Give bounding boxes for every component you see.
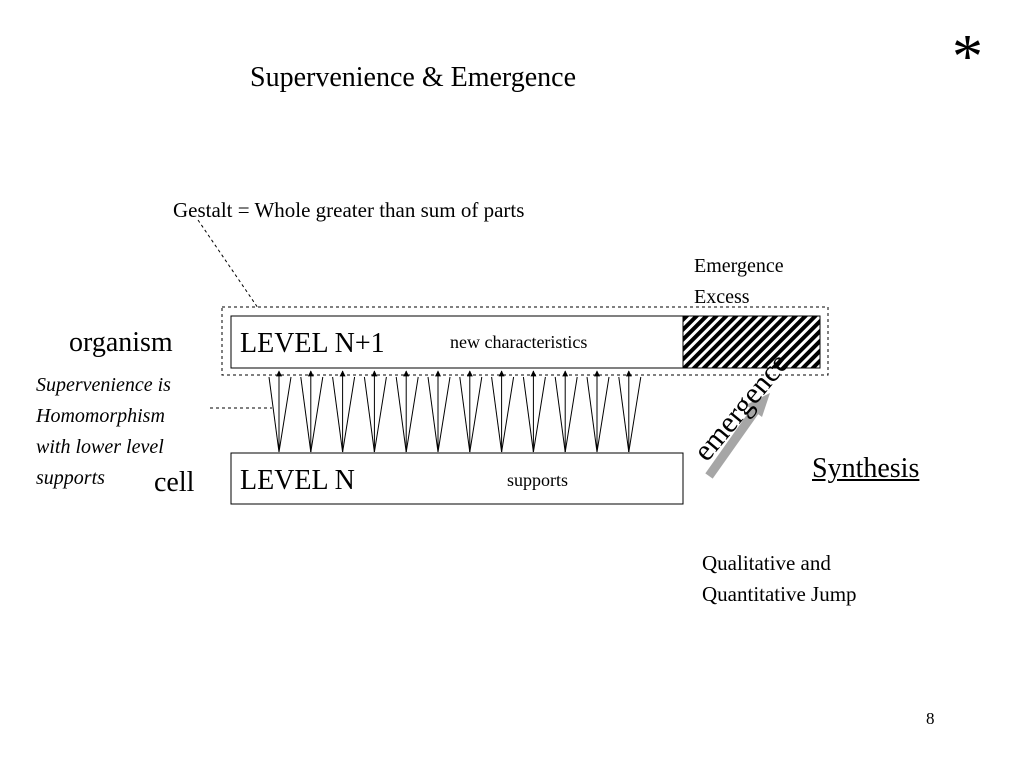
level-n-name: LEVEL N (240, 465, 355, 496)
supervenience-line-1: Supervenience is (36, 374, 171, 396)
support-arrow-8 (491, 370, 515, 453)
supervenience-line-2: Homomorphism (36, 405, 165, 427)
asterisk-icon: * (952, 23, 983, 91)
supervenience-line-3: with lower level (36, 436, 164, 458)
support-arrow-10 (554, 370, 578, 453)
emergence-excess-hatch (682, 315, 821, 369)
support-arrow-9 (522, 370, 546, 453)
emergence-arrow-shaft (705, 408, 759, 479)
gestalt-boundary (221, 306, 829, 376)
support-arrow-7 (459, 370, 483, 453)
emergence-excess-line-2: Excess (694, 286, 750, 308)
support-arrow-12 (618, 370, 642, 453)
slide-title: Supervenience & Emergence (250, 62, 577, 93)
jump-note-line-1: Qualitative and (702, 551, 831, 575)
support-arrow-5 (395, 370, 419, 453)
cell-label: cell (154, 467, 195, 498)
page-number: 8 (926, 709, 935, 728)
synthesis-label: Synthesis (812, 453, 920, 484)
level-n-box (230, 452, 684, 505)
support-arrow-2 (300, 370, 324, 453)
support-arrow-1 (268, 370, 292, 453)
support-arrow-4 (363, 370, 387, 453)
jump-note: Qualitative and Quantitative Jump (702, 548, 922, 610)
gestalt-leader-line (197, 219, 259, 309)
support-arrow-6 (427, 370, 451, 453)
jump-note-line-2: Quantitative Jump (702, 582, 857, 606)
organism-label: organism (69, 327, 173, 358)
level-n-plus-1-name: LEVEL N+1 (240, 328, 385, 359)
supports-label: supports (507, 470, 569, 490)
new-characteristics-label: new characteristics (450, 332, 588, 352)
supervenience-note: Supervenience is Homomorphism with lower… (36, 370, 226, 494)
support-arrow-3 (332, 370, 356, 453)
support-arrow-11 (586, 370, 610, 453)
supervenience-line-4: supports (36, 467, 105, 489)
level-n-plus-1-box (230, 315, 684, 369)
gestalt-label: Gestalt = Whole greater than sum of part… (173, 198, 525, 222)
emergence-arrow-head (746, 393, 770, 417)
support-arrows (268, 370, 642, 453)
emergence-excess-label: Emergence Excess (694, 251, 854, 313)
emergence-excess-line-1: Emergence (694, 255, 784, 277)
